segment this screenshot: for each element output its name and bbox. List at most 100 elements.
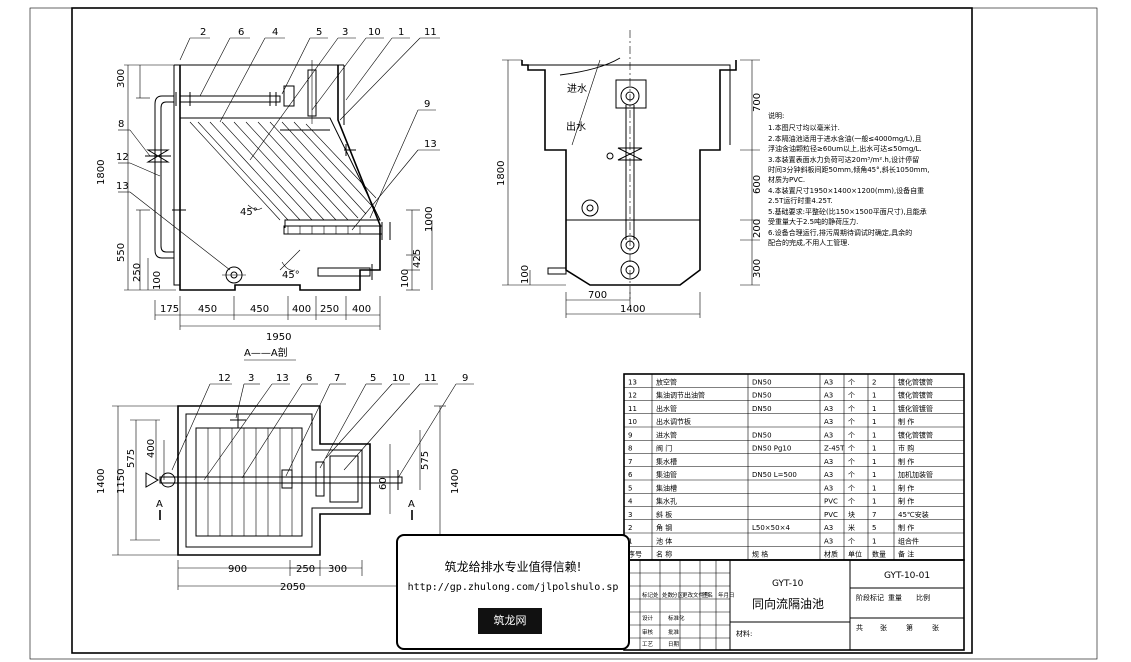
dim-100-r: 100 <box>520 265 531 284</box>
callout-13: 13 <box>424 139 437 150</box>
bom-cell-unit: 块 <box>848 510 855 519</box>
drawing-name: 同向流隔油池 <box>752 596 824 611</box>
callout-10: 10 <box>368 27 381 38</box>
bom-cell-remark: 制 作 <box>898 483 914 492</box>
tb-label: 处数 <box>662 591 674 599</box>
bom-cell-qty: 2 <box>872 378 876 386</box>
dim-200-v: 200 <box>752 219 763 238</box>
bom-cell-no: 10 <box>628 418 637 426</box>
bom-cell-remark: 加机加装管 <box>898 470 933 479</box>
tb-label: 审核 <box>642 628 654 636</box>
bom-cell-no: 6 <box>628 471 633 479</box>
bom-cell-mat: A3 <box>824 524 833 532</box>
bom-cell-qty: 1 <box>872 418 876 426</box>
bom-cell-unit: 个 <box>848 378 855 386</box>
plan-callout-9: 9 <box>462 373 468 384</box>
bom-cell-unit: 个 <box>848 418 855 426</box>
bom-header-no: 序号 <box>628 550 642 559</box>
plan-title: A——A剖 <box>244 346 288 359</box>
bom-cell-unit: 个 <box>848 392 855 400</box>
bom-cell-unit: 个 <box>848 405 855 413</box>
bom-cell-spec: L50×50×4 <box>752 524 790 532</box>
bom-cell-spec: DN50 <box>752 405 772 413</box>
callout-5: 5 <box>316 27 322 38</box>
dim-250: 250 <box>320 304 339 315</box>
bom-cell-name: 斜 板 <box>656 510 672 519</box>
bom-cell-no: 7 <box>628 458 632 466</box>
plan-callout-11: 11 <box>424 373 437 384</box>
bom-cell-qty: 5 <box>872 524 876 532</box>
watermark-box: 筑龙给排水专业值得信赖! http://gp.zhulong.com/jlpol… <box>396 534 630 650</box>
zhulong-logo: 筑龙网 <box>478 608 542 634</box>
bom-cell-mat: A3 <box>824 392 833 400</box>
right-elevation: 进水 出水 1800 100 700 600 200 300 700 1400 <box>496 30 763 318</box>
note-3: 浮油含油颗粒径≥60um以上,出水可达≤50mg/L. <box>768 144 922 153</box>
bom-header-name: 名 称 <box>656 550 672 559</box>
watermark-line1: 筑龙给排水专业值得信赖! <box>444 560 582 574</box>
bom-cell-name: 进水管 <box>656 430 677 439</box>
watermark-url[interactable]: http://gp.zhulong.com/jlpolshulo.sp <box>407 582 619 593</box>
note-4: 3.本装置表面水力负荷可达20m³/m².h,设计停留 <box>768 155 919 164</box>
note-11: 6.设备合理运行,排污周期待调试时确定,具余的 <box>768 228 912 237</box>
bom-cell-mat: PVC <box>824 511 838 519</box>
tb-label: 标记处 <box>642 591 659 599</box>
tb-label: 工艺 <box>642 641 654 648</box>
plan-dim-575b: 575 <box>420 451 431 470</box>
plan-callout-7: 7 <box>334 373 340 384</box>
tb-label: 更改文件号 <box>682 591 710 599</box>
bom-cell-mat: A3 <box>824 484 833 492</box>
bom-cell-remark: 镀化管镀管 <box>898 391 933 400</box>
tb-right-label: 共 <box>856 623 863 632</box>
bom-cell-no: 2 <box>628 524 632 532</box>
left-elevation: 2 6 4 5 3 10 1 11 9 13 8 12 13 300 1800 … <box>96 27 440 343</box>
bom-cell-unit: 个 <box>848 458 855 466</box>
bom-cell-no: 3 <box>628 511 632 519</box>
bom-cell-spec: DN50 L=500 <box>752 471 797 479</box>
plan-dim-1150: 1150 <box>116 469 127 494</box>
tb-label: 签名 <box>702 591 713 599</box>
bom-cell-mat: A3 <box>824 458 833 466</box>
callout-12: 12 <box>116 152 129 163</box>
dim-450a: 450 <box>198 304 217 315</box>
plan-dim-300: 300 <box>328 564 347 575</box>
bom-cell-qty: 1 <box>872 431 876 439</box>
angle-45-1: 45° <box>240 207 258 218</box>
bom-cell-mat: A3 <box>824 537 833 545</box>
bom-cell-name: 集水槽 <box>656 457 677 466</box>
bom-cell-mat: A3 <box>824 405 833 413</box>
bom-cell-spec: DN50 <box>752 392 772 400</box>
bom-cell-remark: 镀化管镀管 <box>898 430 933 439</box>
section-a-left: A <box>156 499 163 510</box>
bom-cell-qty: 1 <box>872 498 876 506</box>
bom-cell-no: 9 <box>628 431 632 439</box>
bom-cell-mat: A3 <box>824 418 833 426</box>
note-5: 时间3分钟斜板间距50mm,倾角45°,斜长1050mm, <box>768 165 930 174</box>
bom-cell-no: 8 <box>628 445 632 453</box>
bom-cell-qty: 1 <box>872 471 876 479</box>
dim-600-v: 600 <box>752 175 763 194</box>
bom-cell-remark: 45℃安装 <box>898 510 929 519</box>
tb-label: 批准 <box>668 628 680 636</box>
callout-9: 9 <box>424 99 430 110</box>
plan-dim-900: 900 <box>228 564 247 575</box>
bom-cell-no: 12 <box>628 392 637 400</box>
callout-8: 8 <box>118 119 124 130</box>
tb-label: 分区 <box>672 591 684 599</box>
plan-callout-13: 13 <box>276 373 289 384</box>
note-10: 受重量大于2.5吨的静荷压力. <box>768 217 858 226</box>
label-outlet: 出水 <box>566 120 586 133</box>
note-8: 2.5T运行时重4.25T. <box>768 196 833 205</box>
notes: 说明: 1.本图尺寸均以毫米计. 2.本隔油池适用于进水含油(一般≤4000mg… <box>768 111 930 247</box>
tb-right-label: 第 <box>906 623 913 632</box>
bom-cell-spec: DN50 <box>752 431 772 439</box>
dim-1400-h: 1400 <box>620 304 645 315</box>
dim-700-h: 700 <box>588 290 607 301</box>
plan-callout-12: 12 <box>218 373 231 384</box>
bom-cell-mat: A3 <box>824 471 833 479</box>
section-a-right: A <box>408 499 415 510</box>
bom-cell-mat: PVC <box>824 498 838 506</box>
dim-300-v: 300 <box>752 259 763 278</box>
dim-400a: 400 <box>292 304 311 315</box>
dim-700-v: 700 <box>752 93 763 112</box>
callout-2: 2 <box>200 27 206 38</box>
